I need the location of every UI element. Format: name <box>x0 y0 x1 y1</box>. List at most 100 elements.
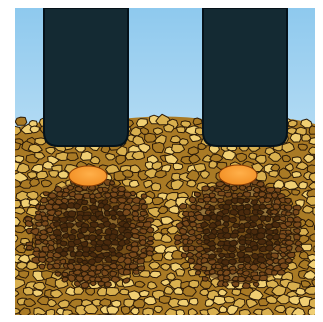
powder-granule <box>205 316 214 322</box>
sintered-granule <box>194 192 200 196</box>
powder-granule <box>189 298 198 305</box>
sintered-granule <box>82 252 89 257</box>
powder-granule <box>316 144 323 152</box>
sintered-granule <box>188 258 195 263</box>
sintered-granule <box>243 192 250 197</box>
powder-granule <box>158 317 167 322</box>
powder-granule <box>168 316 181 322</box>
sintered-granule <box>117 246 123 251</box>
sintered-granule <box>56 236 62 240</box>
sintered-granule <box>118 198 127 203</box>
sintered-granule <box>286 246 292 251</box>
powder-granule <box>309 126 319 134</box>
powder-granule <box>153 142 165 152</box>
sintered-granule <box>96 235 102 240</box>
sintered-granule <box>39 252 47 258</box>
right-hot-spot <box>219 165 257 185</box>
sintered-granule <box>202 277 208 282</box>
sintered-granule <box>40 234 48 239</box>
sintered-granule <box>285 240 293 245</box>
sintered-granule <box>139 253 147 258</box>
powder-granule <box>120 289 129 295</box>
powder-granule <box>176 310 184 317</box>
sintered-granule <box>195 271 200 275</box>
sintered-granule <box>90 198 96 203</box>
sintered-granule <box>131 205 139 211</box>
sintered-granule <box>81 200 88 204</box>
sintered-granule <box>118 186 126 191</box>
sintered-granule <box>103 252 110 256</box>
powder-granule <box>172 144 185 153</box>
sintered-granule <box>196 234 202 239</box>
sintered-granule <box>118 192 125 196</box>
sintered-granule <box>102 245 110 250</box>
powder-granule <box>232 289 241 295</box>
powder-granule <box>288 120 297 127</box>
powder-granule <box>107 306 119 314</box>
sintered-granule <box>230 270 236 275</box>
sintered-granule <box>197 240 203 244</box>
powder-granule <box>103 314 113 322</box>
sintered-granule <box>196 205 202 210</box>
powder-granule <box>35 138 46 145</box>
powder-granule <box>58 171 68 179</box>
powder-granule <box>318 271 323 278</box>
powder-granule <box>215 318 225 322</box>
powder-granule <box>298 316 309 322</box>
powder-granule <box>240 310 251 318</box>
sintered-granule <box>217 248 222 252</box>
sintered-granule <box>251 200 258 205</box>
sintered-granule <box>70 251 76 257</box>
left-hot-spot <box>69 166 107 186</box>
powder-granule <box>308 308 316 316</box>
sintered-granule <box>35 214 43 220</box>
sintered-granule <box>82 215 89 220</box>
sintered-granule <box>251 222 257 227</box>
powder-granule <box>95 315 104 322</box>
sintered-granule <box>131 246 139 252</box>
powder-granule <box>19 271 29 279</box>
sintered-granule <box>105 193 111 198</box>
sintered-granule <box>59 217 67 222</box>
sintered-granule <box>68 211 76 217</box>
powder-granule <box>45 318 54 322</box>
sintered-granule <box>209 254 216 259</box>
sintered-granule <box>197 228 203 232</box>
sintered-granule <box>95 270 101 274</box>
sintered-granule <box>266 245 274 251</box>
sintered-granule <box>148 236 155 240</box>
powder-granule <box>9 142 20 150</box>
sintered-granule <box>240 246 246 251</box>
sintered-granule <box>244 209 251 215</box>
sintered-granule <box>272 271 278 276</box>
powder-granule <box>23 287 33 295</box>
sintered-granule <box>203 215 211 220</box>
powder-granule <box>15 208 26 215</box>
sintered-granule <box>233 223 240 228</box>
powder-granule <box>132 151 145 160</box>
powder-granule <box>317 252 323 261</box>
powder-granule <box>130 180 140 187</box>
powder-granule <box>176 269 185 276</box>
powder-granule <box>176 127 185 133</box>
sintered-granule <box>293 209 299 215</box>
sintered-granule <box>67 217 74 222</box>
sintered-granule <box>222 266 228 270</box>
powder-granule <box>137 316 145 322</box>
sintered-granule <box>47 228 53 233</box>
sintered-granule <box>123 269 130 275</box>
sintered-granule <box>54 222 61 227</box>
sintered-granule <box>67 203 74 209</box>
sintered-granule <box>223 186 230 191</box>
sintered-granule <box>231 186 237 191</box>
sintered-granule <box>110 263 118 269</box>
sintered-granule <box>81 282 89 288</box>
sintered-granule <box>222 209 229 214</box>
sintered-granule <box>256 233 265 239</box>
sintered-granule <box>109 248 116 253</box>
sintered-granule <box>273 234 279 240</box>
sintered-granule <box>266 235 273 240</box>
sintered-granule <box>109 223 116 229</box>
powder-granule <box>181 317 192 322</box>
powder-granule <box>318 197 323 205</box>
